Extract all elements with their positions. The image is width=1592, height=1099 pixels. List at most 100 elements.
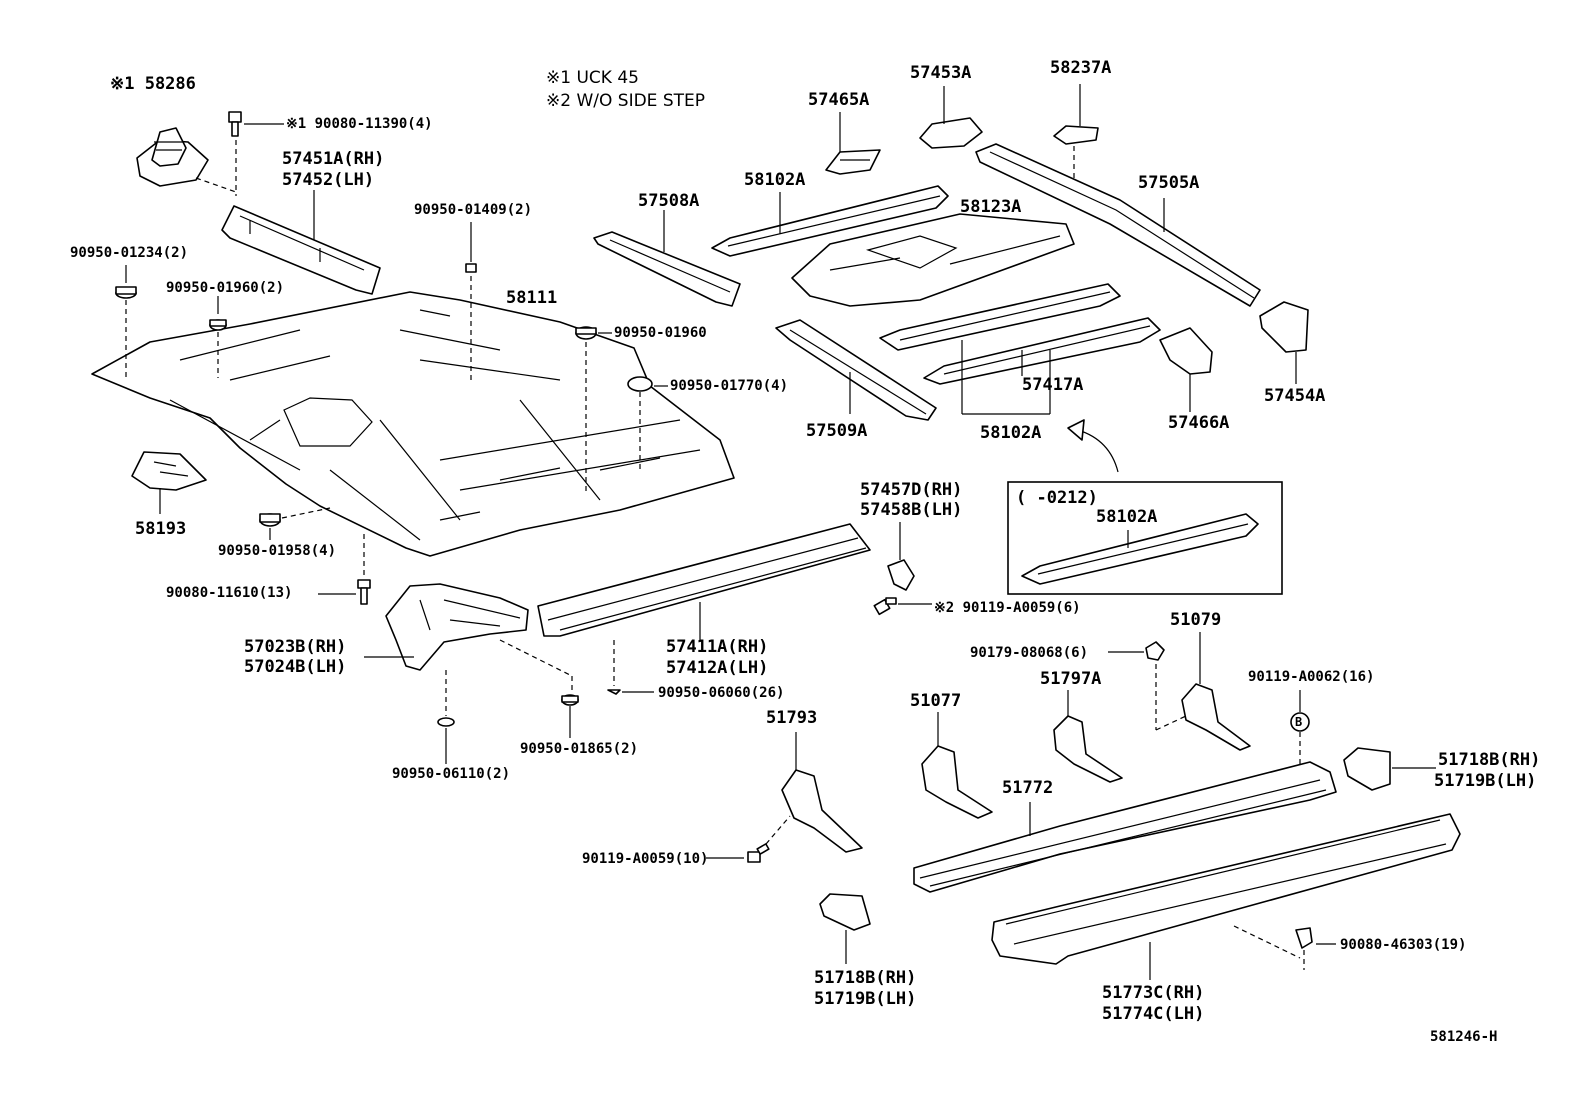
part-57508a-member: [593, 231, 741, 307]
part-57466a-bracket: [1159, 327, 1213, 375]
label-58193: 58193: [135, 519, 187, 539]
bolt-90080-11610: [357, 579, 371, 605]
part-57451a-bracket: [221, 205, 381, 295]
label-58102a-top: 58102A: [744, 170, 806, 190]
label-57024b: 57024B(LH): [244, 657, 347, 677]
label-90119-a0059-6: ※2 90119-A0059(6): [934, 600, 1081, 616]
inset-box: [1007, 481, 1283, 595]
label-57411a: 57411A(RH): [666, 637, 769, 657]
label-51773c: 51773C(RH): [1102, 983, 1205, 1003]
label-51719b-right: 51719B(LH): [1434, 771, 1537, 791]
label-51718b-right: 51718B(RH): [1438, 750, 1541, 770]
part-58111-floor-pan: [91, 291, 735, 557]
inset-label-58102a: 58102A: [1096, 507, 1158, 527]
label-57458b: 57458B(LH): [860, 500, 963, 520]
note-2: ※2 W/O SIDE STEP: [546, 91, 705, 111]
label-51077: 51077: [910, 691, 962, 711]
label-51079: 51079: [1170, 610, 1222, 630]
callout-b-text: B: [1295, 715, 1303, 729]
part-51772-rail: [913, 761, 1337, 893]
label-90950-01234: 90950-01234(2): [70, 245, 189, 261]
label-51772: 51772: [1002, 778, 1054, 798]
label-57453a: 57453A: [910, 63, 972, 83]
grommet-90950-01960-2: [209, 319, 227, 331]
plug-90950-06060: [607, 689, 621, 695]
bolt-90080-11390: [228, 111, 284, 137]
label-90950-06110: 90950-06110(2): [392, 766, 511, 782]
part-51077-bracket: [921, 745, 993, 819]
part-57454a-bracket: [1259, 301, 1309, 353]
label-57417a: 57417A: [1022, 375, 1084, 395]
label-90179-08068: 90179-08068(6): [970, 645, 1089, 661]
part-58193-bracket: [131, 451, 207, 491]
label-58102a-bottom: 58102A: [980, 423, 1042, 443]
label-90080-46303: 90080-46303(19): [1340, 937, 1467, 953]
part-58123a-crossmember: [791, 213, 1075, 307]
part-51079-bracket: [1181, 683, 1251, 751]
part-51797a-bracket: [1053, 715, 1123, 783]
part-58102a-rail-bottom: [879, 283, 1161, 385]
part-51718b-block-left: [819, 893, 871, 931]
diagram-id: 581246-H: [1430, 1029, 1498, 1045]
part-57023b-member: [385, 583, 529, 671]
label-57412a: 57412A(LH): [666, 658, 769, 678]
label-57505a: 57505A: [1138, 173, 1200, 193]
label-90950-01865: 90950-01865(2): [520, 741, 639, 757]
label-90950-01958: 90950-01958(4): [218, 543, 337, 559]
plug-90950-01770: [627, 376, 653, 392]
part-58286-boot: [136, 127, 209, 187]
label-51719b-left: 51719B(LH): [814, 989, 917, 1009]
label-57508a: 57508A: [638, 191, 700, 211]
part-51793-bracket: [781, 769, 863, 853]
bolt-90119-a0059-10: [747, 843, 770, 863]
callout-b: [1290, 712, 1310, 732]
label-90950-01960: 90950-01960: [614, 325, 707, 341]
label-90119-a0062: 90119-A0062(16): [1248, 669, 1375, 685]
inset-part-58102a: [1021, 513, 1259, 585]
label-57509a: 57509A: [806, 421, 868, 441]
label-57452: 57452(LH): [282, 170, 375, 190]
part-58102a-rail-top: [711, 185, 949, 257]
label-57023b: 57023B(RH): [244, 637, 347, 657]
grommet-90950-01960: [575, 326, 597, 340]
label-51797a: 51797A: [1040, 669, 1102, 689]
label-51774c: 51774C(LH): [1102, 1004, 1205, 1024]
label-57457d: 57457D(RH): [860, 480, 963, 500]
part-57457d-bracket: [887, 559, 915, 591]
part-57505a-rail: [975, 143, 1261, 307]
note-1: ※1 UCK 45: [546, 68, 639, 88]
label-58237a: 58237A: [1050, 58, 1112, 78]
label-57465a: 57465A: [808, 90, 870, 110]
label-90080-11610: 90080-11610(13): [166, 585, 293, 601]
label-58286: ※1 58286: [110, 74, 196, 94]
part-58237a-bracket: [1053, 125, 1099, 145]
part-57411a-rocker: [537, 523, 871, 637]
plug-90950-01865: [561, 694, 579, 706]
label-90950-06060: 90950-06060(26): [658, 685, 785, 701]
label-57451a: 57451A(RH): [282, 149, 385, 169]
label-58123a: 58123A: [960, 197, 1022, 217]
inset-range: ( -0212): [1016, 488, 1098, 508]
nut-90179-08068: [1145, 641, 1165, 661]
label-57454a: 57454A: [1264, 386, 1326, 406]
label-90950-01960-2: 90950-01960(2): [166, 280, 285, 296]
label-51718b-left: 51718B(RH): [814, 968, 917, 988]
label-90950-01770: 90950-01770(4): [670, 378, 789, 394]
label-57466a: 57466A: [1168, 413, 1230, 433]
label-58111: 58111: [506, 288, 558, 308]
grommet-90950-01958: [259, 513, 281, 527]
grommet-90950-01234: [115, 286, 137, 299]
label-90080-11390: ※1 90080-11390(4): [286, 116, 433, 132]
bolt-90119-a0059-6: [873, 597, 897, 616]
part-51773c-running-board: [991, 813, 1461, 965]
part-57509a-member: [775, 319, 937, 421]
label-90119-a0059-10: 90119-A0059(10): [582, 851, 709, 867]
label-51793: 51793: [766, 708, 818, 728]
grommet-90950-01409: [465, 263, 477, 273]
plug-90950-06110: [437, 717, 455, 727]
part-57453a-bracket: [919, 117, 983, 149]
inset-arrow: [1067, 419, 1119, 473]
part-57465a-bracket: [825, 149, 881, 175]
part-51718b-block-right: [1343, 747, 1391, 791]
